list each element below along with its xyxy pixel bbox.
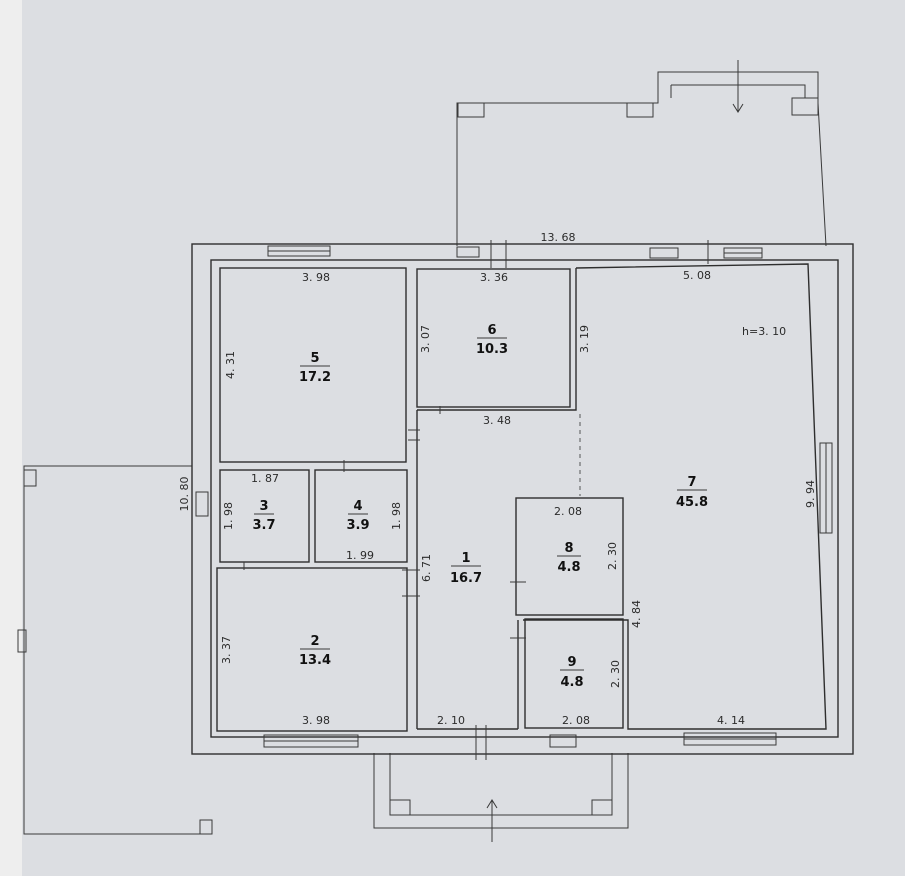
room-4-area: 3.9	[346, 518, 369, 533]
terrace-top	[456, 60, 827, 247]
room-9-number: 9	[567, 655, 576, 670]
room-6-area: 10.3	[476, 342, 508, 357]
dimension-label: 1. 87	[251, 472, 279, 485]
dimension-label: 6. 71	[420, 554, 433, 582]
paper-sheet	[22, 0, 905, 876]
doors	[243, 240, 709, 760]
terrace-left	[17, 465, 213, 835]
room-1-number: 1	[461, 551, 470, 566]
dimension-label: 3. 98	[302, 714, 330, 727]
room-8-area: 4.8	[557, 560, 580, 575]
dimension-label: 3. 48	[483, 414, 511, 427]
windows	[195, 245, 833, 748]
interior-walls	[216, 263, 827, 732]
outer-walls	[191, 243, 854, 755]
room-2-area: 13.4	[299, 653, 331, 668]
dimension-label: 4. 14	[717, 714, 745, 727]
room-6-number: 6	[487, 323, 496, 338]
dimension-label: 2. 10	[437, 714, 465, 727]
dimension-label: 2. 30	[606, 542, 619, 570]
dimension-label: 3. 36	[480, 271, 508, 284]
dimension-label: 2. 30	[609, 660, 622, 688]
room-3-area: 3.7	[252, 518, 275, 533]
porch-bottom	[373, 753, 629, 842]
room-labels: 5 17.2 6 10.3 7 45.8 3 3.7 4 3.9 8 4.8 1…	[252, 323, 708, 690]
dimension-label: 2. 08	[562, 714, 590, 727]
room-1-area: 16.7	[450, 571, 482, 586]
room-5-area: 17.2	[299, 370, 331, 385]
dimension-label: 1. 98	[390, 502, 403, 530]
ceiling-height-note: h=3. 10	[742, 325, 786, 338]
room-5-number: 5	[310, 351, 319, 366]
dimension-label: 3. 98	[302, 271, 330, 284]
room-7-number: 7	[687, 475, 696, 490]
dimension-label: 3. 07	[419, 325, 432, 353]
dimension-label: 13. 68	[541, 231, 576, 244]
dimension-label: 5. 08	[683, 269, 711, 282]
dimension-labels: 13. 68 3. 98 3. 36 5. 08 4. 31 3. 07 3. …	[178, 231, 817, 727]
room-8-number: 8	[564, 541, 573, 556]
dimension-label: 1. 98	[222, 502, 235, 530]
room-3-number: 3	[259, 499, 268, 514]
dimension-label: 4. 31	[224, 351, 237, 379]
room-9-area: 4.8	[560, 675, 583, 690]
room-7-area: 45.8	[676, 495, 708, 510]
dimension-label: 2. 08	[554, 505, 582, 518]
room-4-number: 4	[353, 499, 362, 514]
dimension-label: 10. 80	[178, 477, 191, 512]
dimension-label: 3. 37	[220, 636, 233, 664]
dimension-label: 3. 19	[578, 325, 591, 353]
dimension-label: 1. 99	[346, 549, 374, 562]
dimension-label: 4. 84	[630, 600, 643, 628]
room-2-number: 2	[310, 634, 319, 649]
dimension-label: 9. 94	[804, 480, 817, 508]
